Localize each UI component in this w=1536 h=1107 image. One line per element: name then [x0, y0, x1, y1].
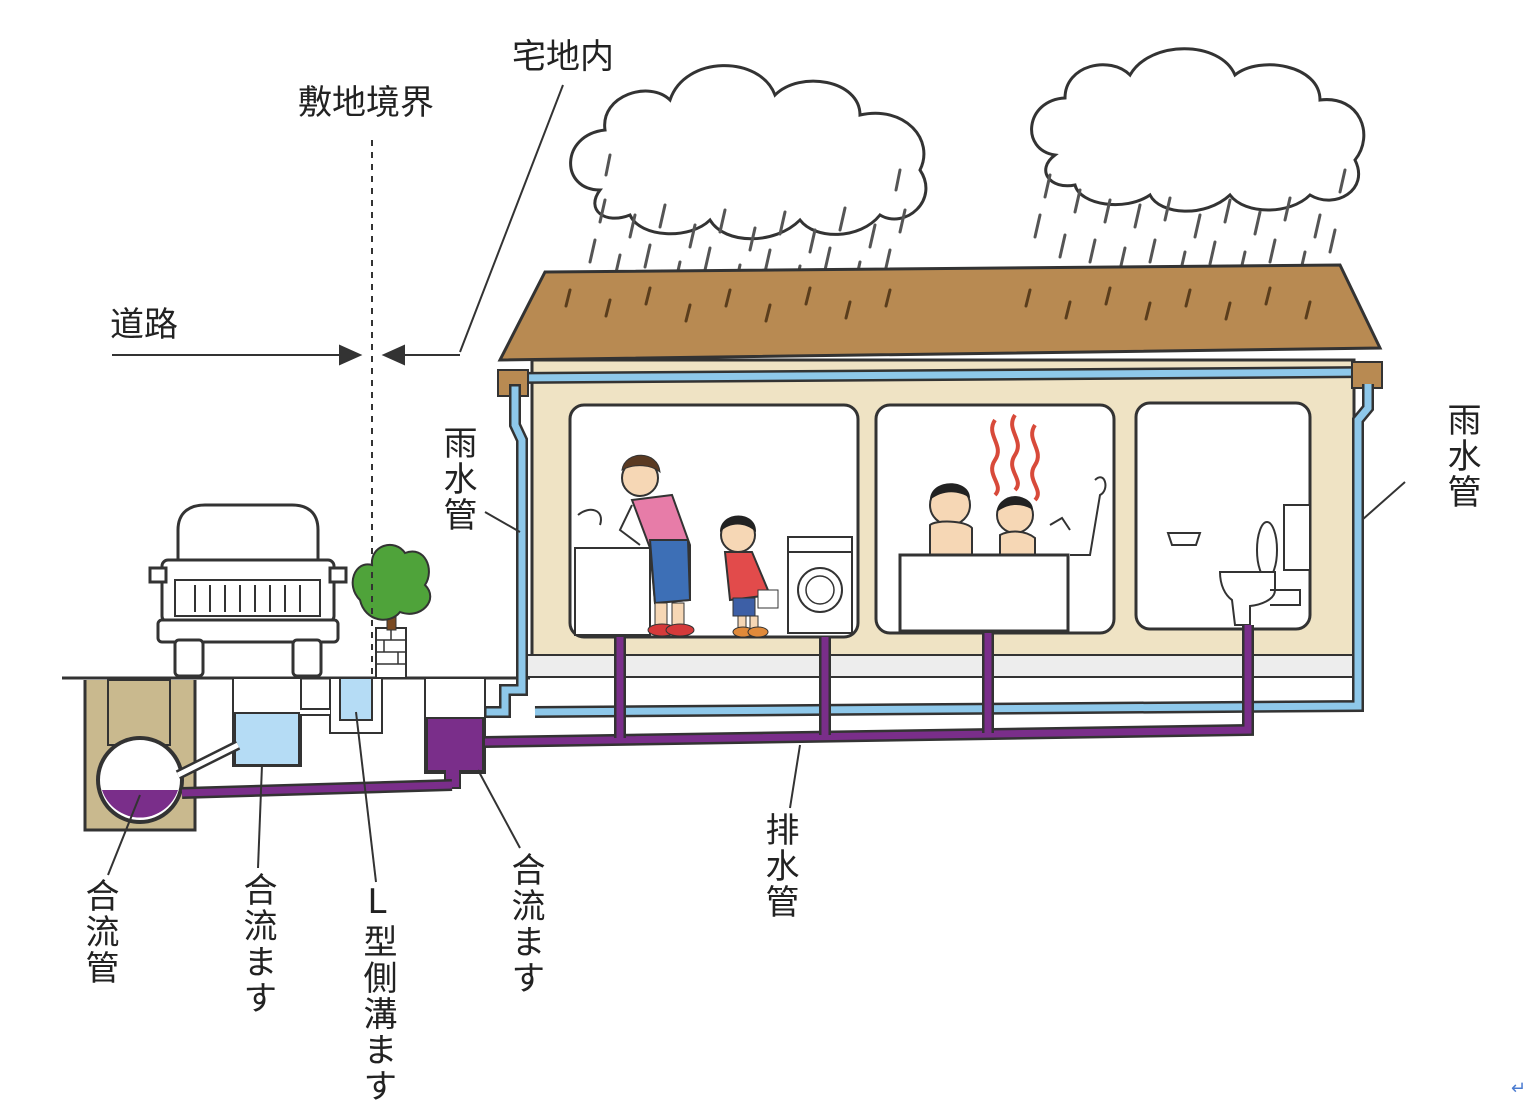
leader-lines — [107, 84, 1406, 883]
gutter-pipe — [511, 366, 1371, 384]
road-label: 道路 — [110, 305, 178, 345]
road-combined-basin — [232, 677, 302, 767]
site-combined-basin — [424, 677, 486, 789]
rain-pipe-right-label: 雨水管 — [1441, 402, 1481, 510]
rain-pipe-left-label: 雨水管 — [437, 425, 477, 533]
combined-sewer-label: 合流管 — [79, 878, 119, 986]
combined-basin-site-label: 合流ます — [505, 852, 545, 996]
road-basin-to-sewer-pipe — [175, 708, 330, 780]
car — [148, 503, 348, 678]
l-gutter-basin-label: L型側溝ます — [357, 882, 397, 1104]
roof — [497, 263, 1383, 362]
l-gutter-basin — [329, 677, 383, 734]
room-toilet — [1134, 401, 1312, 631]
road-arrow — [112, 344, 460, 366]
site-boundary-label: 敷地境界 — [298, 83, 434, 123]
room-laundry — [568, 403, 860, 639]
tree — [351, 544, 432, 679]
rain-pipe-right-line — [534, 384, 1374, 718]
drain-pipe-label: 排水管 — [759, 812, 799, 920]
cloud-right — [1030, 47, 1366, 213]
rain-pipe-left-line — [484, 384, 528, 718]
drain-pipe-line — [181, 625, 1254, 799]
cloud-left — [569, 64, 928, 241]
combined-sewer-manhole — [83, 679, 197, 832]
gutter-head-right — [1351, 361, 1383, 389]
room-bath — [874, 403, 1116, 635]
return-mark-icon: ↵ — [1510, 1078, 1526, 1099]
on-premises-label: 宅地内 — [512, 37, 614, 77]
combined-basin-road-label: 合流ます — [237, 872, 277, 1016]
